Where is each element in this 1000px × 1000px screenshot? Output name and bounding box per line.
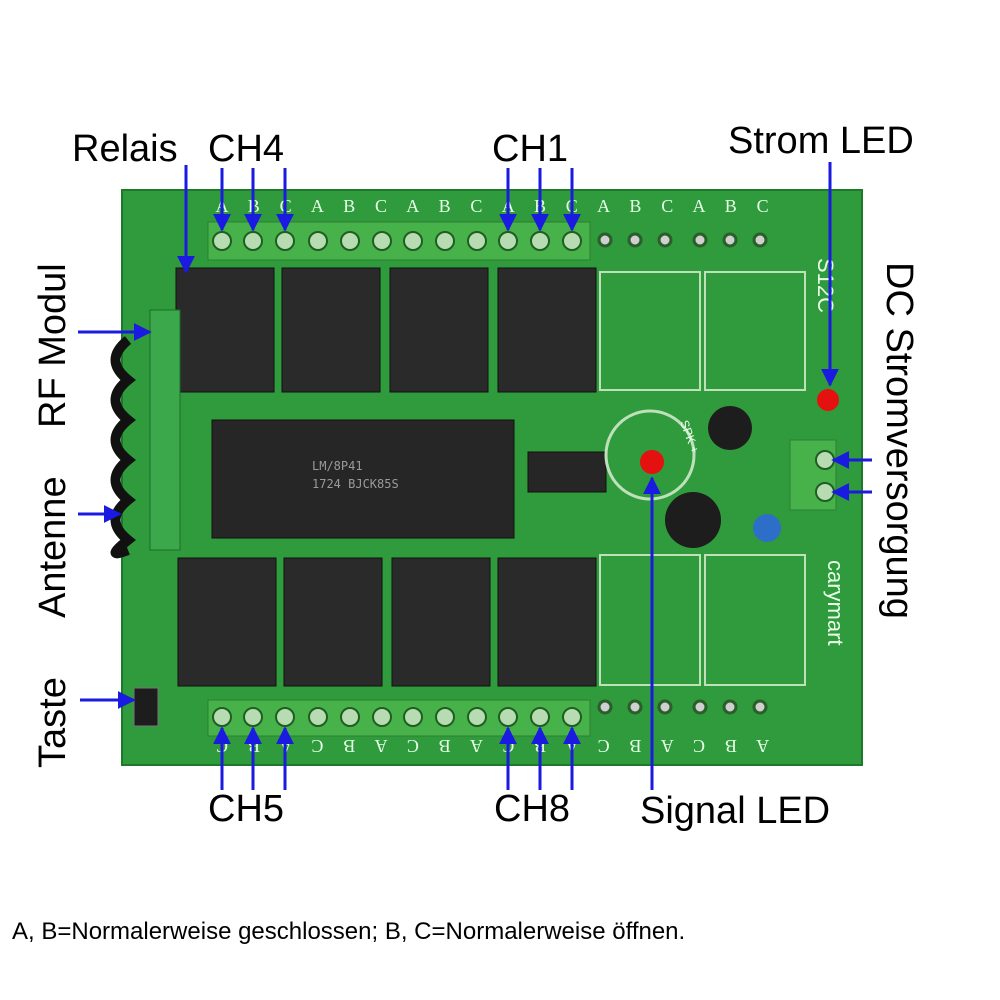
pointer-arrows [78, 162, 872, 790]
terminal-letter: B [629, 736, 641, 756]
terminal-letter: B [439, 736, 451, 756]
brand-text: carymart [823, 560, 848, 646]
empty-relay-footprints [599, 271, 806, 686]
label-antenne: Antenne [32, 476, 74, 618]
ic-text-1: LM/8P41 [312, 459, 363, 473]
label-dc-stromversorgung: DC Stromversorgung [878, 262, 920, 619]
label-ch8: CH8 [494, 788, 571, 830]
signal-led [640, 450, 664, 474]
terminal-letter: A [470, 736, 483, 756]
dc-screw-1 [815, 450, 835, 470]
top-terminal-block [207, 221, 591, 261]
dc-screw-2 [815, 482, 835, 502]
terminal-letter: A [375, 736, 388, 756]
terminal-letter: C [407, 736, 419, 756]
capacitor-blue [753, 514, 781, 542]
terminal-letter: B [725, 196, 737, 216]
relays-bottom [177, 557, 597, 687]
terminal-letter: A [406, 196, 419, 216]
terminal-letter: C [598, 736, 610, 756]
label-relais: Relais [72, 128, 178, 170]
bottom-terminal-block [207, 699, 591, 737]
main-ic-chip [211, 419, 515, 539]
top-screws [212, 231, 582, 251]
terminal-letter: C [311, 736, 323, 756]
terminal-letter: C [693, 736, 705, 756]
terminal-letter: B [343, 736, 355, 756]
relays-top [175, 267, 597, 393]
antenna-coil [110, 336, 137, 559]
terminal-letter: B [725, 736, 737, 756]
label-strom-led: Strom LED [728, 120, 914, 162]
label-ch4: CH4 [208, 128, 285, 170]
terminal-letter: C [375, 196, 387, 216]
rf-module [149, 309, 181, 551]
label-signal-led: Signal LED [640, 790, 831, 832]
terminal-letter: B [629, 196, 641, 216]
ic-text-2: 1724 BJCK85S [312, 477, 399, 491]
power-led [817, 389, 839, 411]
terminal-letter: A [693, 196, 706, 216]
terminal-letter: A [661, 736, 674, 756]
terminal-letter: C [470, 196, 482, 216]
label-ch5: CH5 [208, 788, 285, 830]
small-ic-chip [527, 451, 607, 493]
capacitor-large [665, 492, 721, 548]
button-switch [133, 687, 159, 727]
bottom-screws [212, 707, 582, 727]
label-taste: Taste [32, 677, 74, 768]
model-text: S12C [813, 258, 838, 313]
terminal-letter: C [757, 196, 769, 216]
legend-caption: A, B=Normalerweise geschlossen; B, C=Nor… [12, 918, 686, 945]
terminal-letter: A [597, 196, 610, 216]
terminal-letter: B [343, 196, 355, 216]
capacitor-small [708, 406, 752, 450]
terminal-letter: C [661, 196, 673, 216]
label-rf-modul: RF Modul [32, 263, 74, 428]
terminal-letter: B [439, 196, 451, 216]
terminal-letter: A [756, 736, 769, 756]
terminal-letter: A [311, 196, 324, 216]
bottom-empty-pads [597, 699, 768, 715]
speaker-footprint [604, 409, 696, 501]
label-ch1: CH1 [492, 128, 569, 170]
top-empty-pads [597, 232, 768, 248]
